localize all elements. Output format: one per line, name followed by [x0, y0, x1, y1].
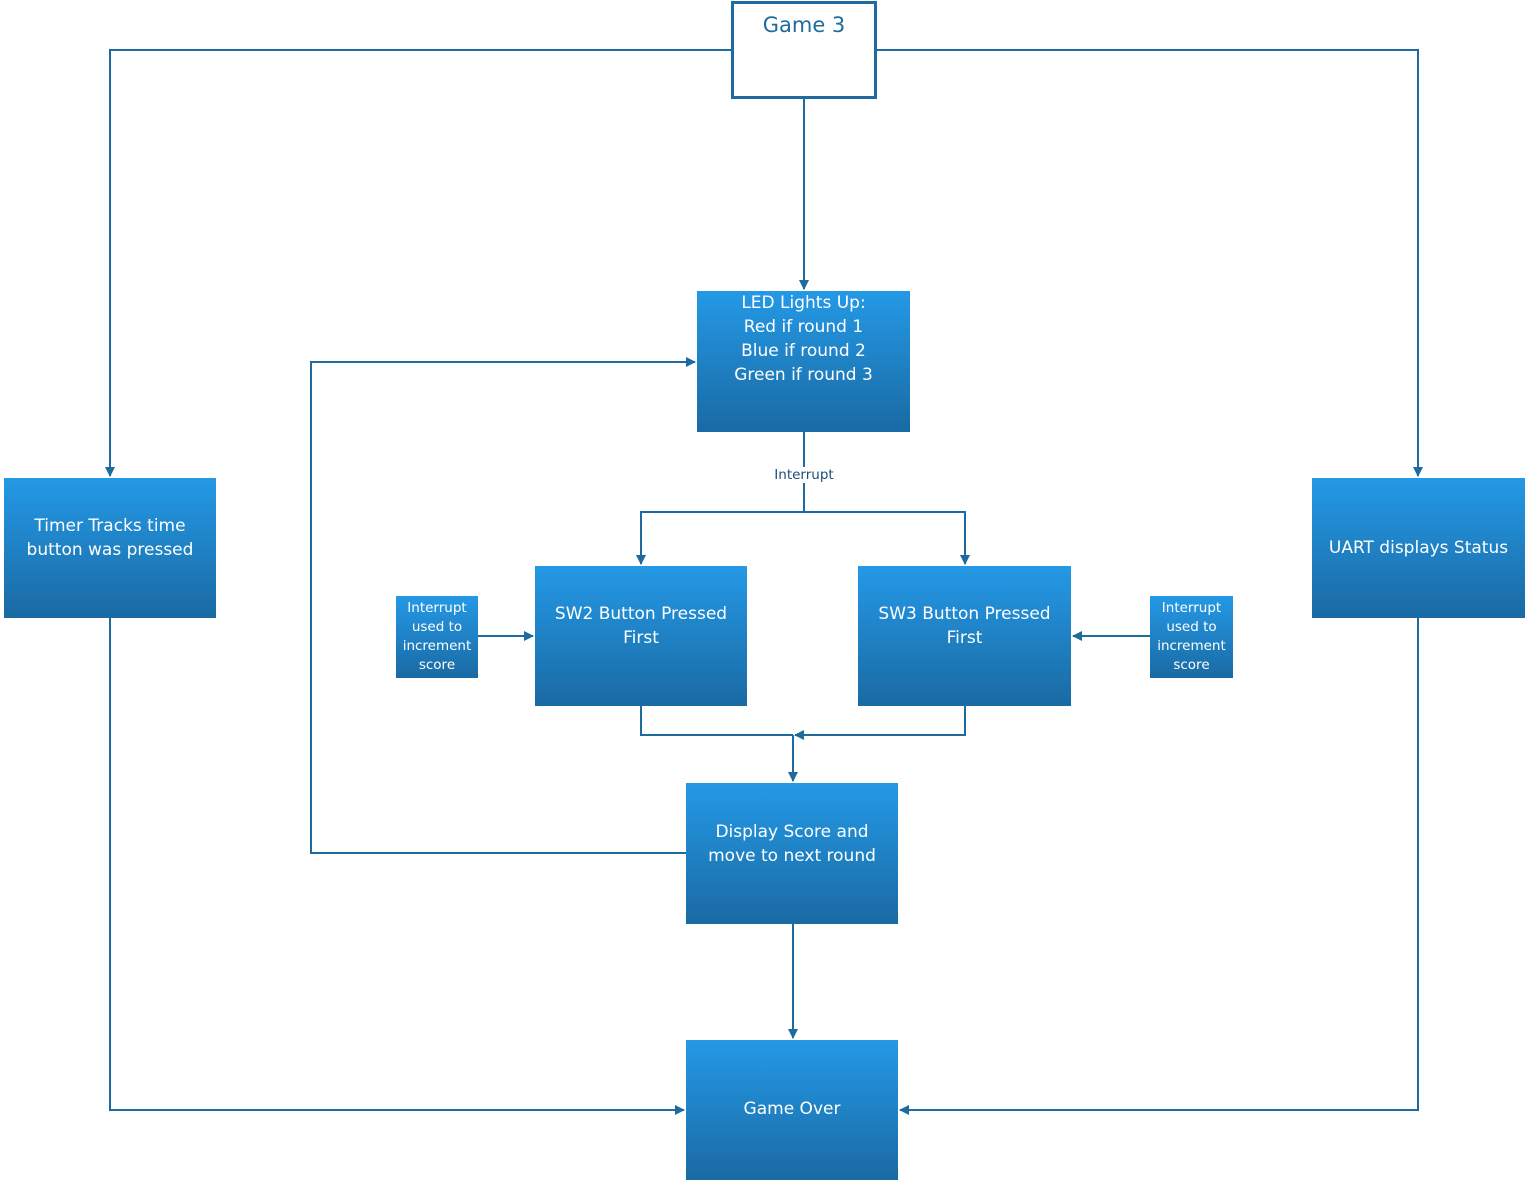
edge-game-uart [876, 49, 1423, 477]
edge-uart-gameover [899, 618, 1419, 1115]
edge-timer-gameover [109, 618, 685, 1115]
node-timer: Timer Tracks time button was pressed [4, 478, 216, 618]
edge-sw3-merge [794, 706, 966, 740]
edge-display-led [310, 357, 696, 854]
node-display-score: Display Score and move to next round [686, 783, 898, 924]
edge-sw2-merge [640, 706, 793, 736]
node-game-over: Game Over [686, 1040, 898, 1180]
start-node-game-3: Game 3 [731, 1, 877, 99]
edge-split-sw2 [636, 511, 804, 565]
node-interrupt-left: Interrupt used to increment score [396, 596, 478, 678]
edge-label-interrupt: Interrupt [768, 467, 840, 483]
node-interrupt-right: Interrupt used to increment score [1150, 596, 1233, 678]
node-uart: UART displays Status [1312, 478, 1525, 618]
node-sw2: SW2 Button Pressed First [535, 566, 747, 706]
edge-game-timer [105, 49, 732, 477]
node-led: LED Lights Up: Red if round 1 Blue if ro… [697, 291, 910, 432]
edge-split-sw3 [804, 511, 970, 565]
node-sw3: SW3 Button Pressed First [858, 566, 1071, 706]
